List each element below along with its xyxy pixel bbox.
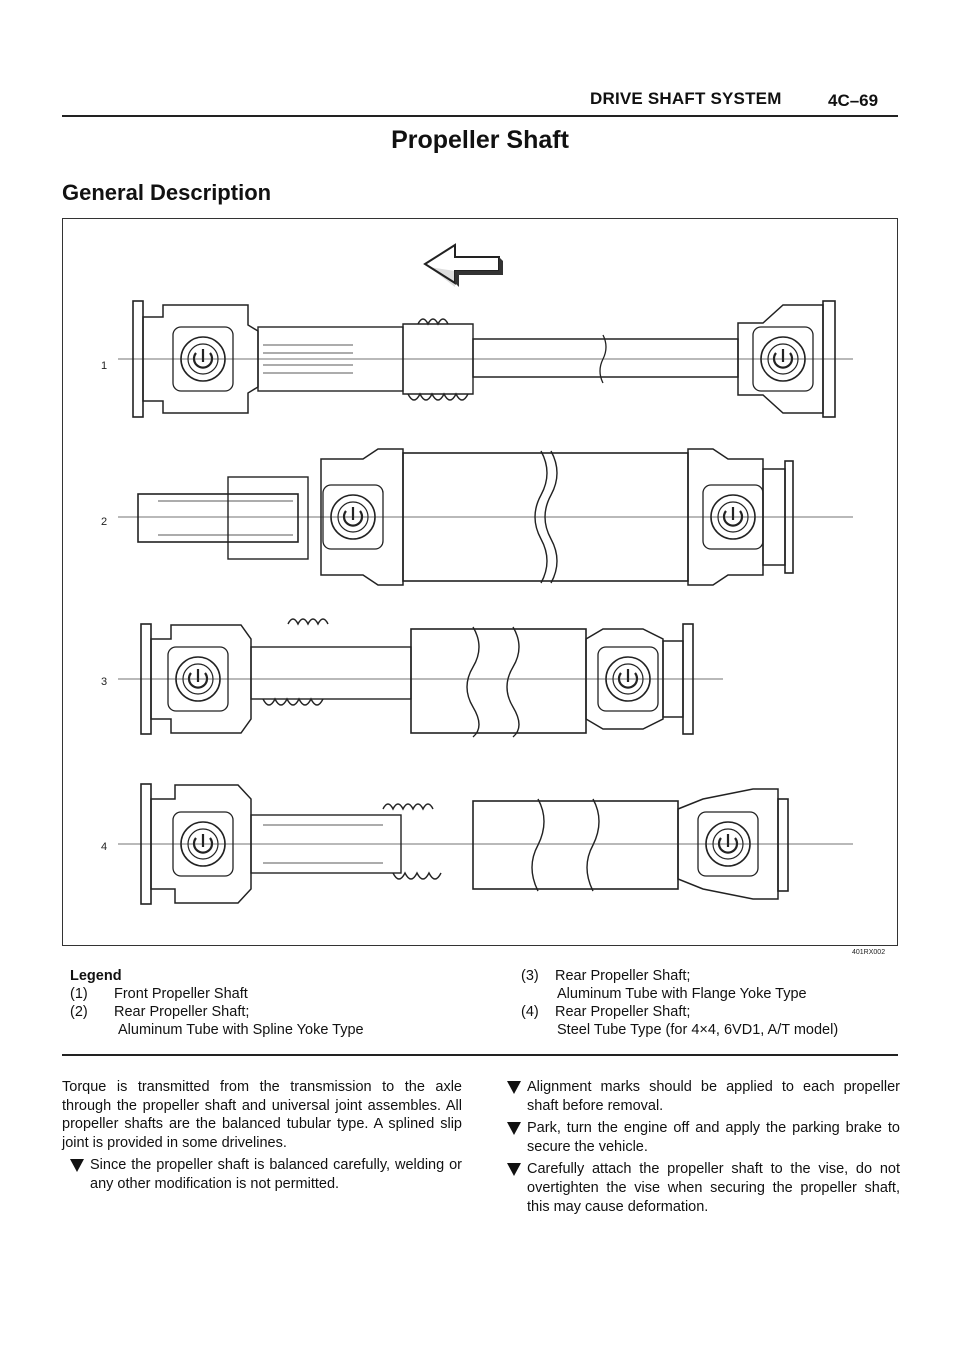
front-propeller-shaft-drawing <box>118 300 853 418</box>
legend-item-number: (2) <box>70 1004 88 1020</box>
legend-item-2: (2) Rear Propeller Shaft; <box>70 1003 490 1021</box>
bullet-text: Alignment marks should be applied to eac… <box>527 1079 900 1114</box>
legend-item-text: Rear Propeller Shaft; <box>555 968 691 984</box>
triangle-bullet-icon <box>507 1122 521 1136</box>
legend-item-1: (1) Front Propeller Shaft <box>70 985 490 1003</box>
intro-paragraph: Torque is transmitted from the transmiss… <box>62 1079 462 1151</box>
body-left-column: Torque is transmitted from the transmiss… <box>62 1078 462 1198</box>
bullet-text: Carefully attach the propeller shaft to … <box>527 1161 900 1215</box>
legend-item-4: (4) Rear Propeller Shaft; <box>521 1003 901 1021</box>
callout-3: 3 <box>101 676 107 688</box>
legend-item-number: (3) <box>521 968 539 984</box>
figure-code: 401RX002 <box>852 949 886 956</box>
legend-item-subtext: Aluminum Tube with Flange Yoke Type <box>557 986 807 1002</box>
triangle-bullet-icon <box>507 1163 521 1177</box>
bullet-text: Park, turn the engine off and apply the … <box>527 1120 900 1155</box>
callout-4: 4 <box>101 841 107 853</box>
legend-item-subtext: Aluminum Tube with Spline Yoke Type <box>118 1022 364 1038</box>
legend-item-number: (1) <box>70 986 88 1002</box>
legend-item-subtext: Steel Tube Type (for 4×4, 6VD1, A/T mode… <box>557 1022 839 1038</box>
legend-item-3: (3) Rear Propeller Shaft; <box>521 967 901 985</box>
page-title: Propeller Shaft <box>391 126 569 154</box>
page-number: 4C–69 <box>828 91 879 110</box>
rear-propeller-shaft-flange-yoke-drawing <box>118 618 723 738</box>
propeller-shaft-drawing: 1 2 3 4 <box>101 243 853 905</box>
rear-propeller-shaft-steel-tube-drawing <box>118 783 853 905</box>
triangle-bullet-icon <box>507 1081 521 1094</box>
legend-right-column: (3) Rear Propeller Shaft; Aluminum Tube w… <box>521 967 901 1039</box>
legend-item-text: Rear Propeller Shaft; <box>555 1004 691 1020</box>
header-divider <box>62 115 898 117</box>
warning-bullet: Since the propeller shaft is balanced ca… <box>70 1156 462 1193</box>
legend-item-text: Front Propeller Shaft <box>114 986 248 1002</box>
legend-left-column: Legend (1) Front Propeller Shaft (2) Rear … <box>70 967 490 1039</box>
callout-2: 2 <box>101 516 107 528</box>
front-direction-arrow-icon <box>423 243 503 287</box>
rear-propeller-shaft-spline-yoke-drawing <box>118 448 853 586</box>
propeller-shaft-figure: 1 2 3 4 <box>62 218 898 946</box>
section-title: DRIVE SHAFT SYSTEM <box>590 89 782 108</box>
legend-divider <box>62 1054 898 1056</box>
bullet-text: Since the propeller shaft is balanced ca… <box>90 1157 462 1192</box>
caution-bullet-alignment: Alignment marks should be applied to eac… <box>507 1078 900 1115</box>
legend-item-text: Rear Propeller Shaft; <box>114 1004 250 1020</box>
legend-title: Legend <box>70 968 122 984</box>
caution-bullet-parking: Park, turn the engine off and apply the … <box>507 1119 900 1156</box>
legend-item-number: (4) <box>521 1004 539 1020</box>
section-heading: General Description <box>62 180 272 205</box>
body-right-column: Alignment marks should be applied to eac… <box>507 1078 900 1220</box>
caution-bullet-vise: Carefully attach the propeller shaft to … <box>507 1160 900 1216</box>
triangle-bullet-icon <box>70 1159 84 1173</box>
callout-1: 1 <box>101 360 107 372</box>
